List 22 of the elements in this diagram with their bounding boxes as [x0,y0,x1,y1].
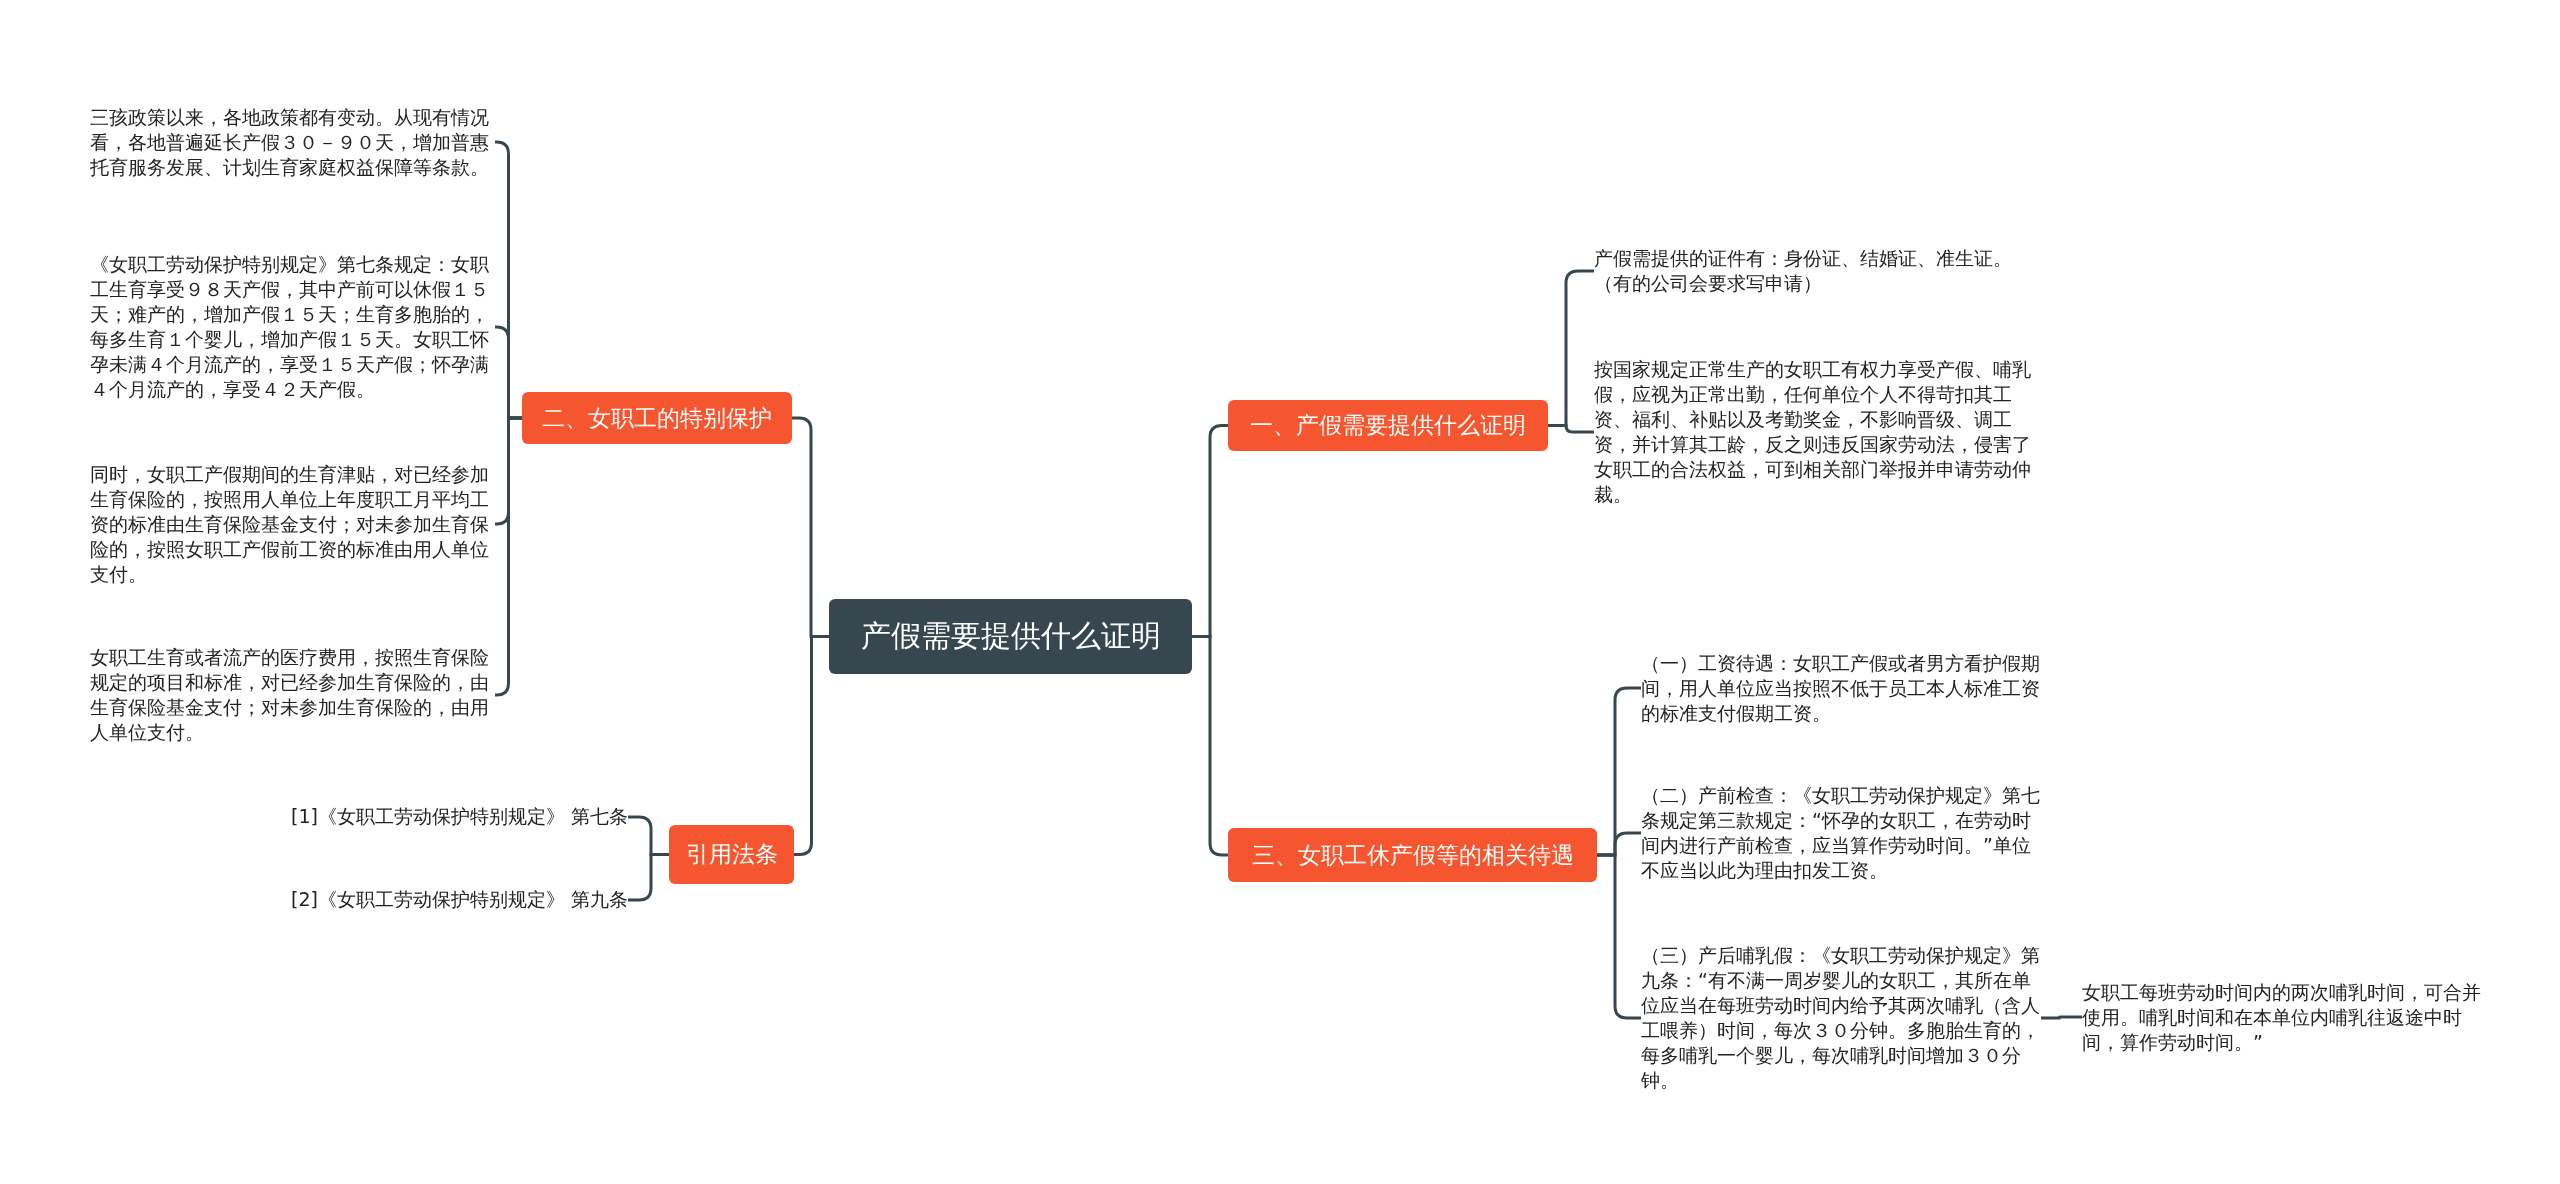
citation-text: [1]《女职工劳动保护特别规定》 第七条 [280,803,628,831]
note-text: 《女职工劳动保护特别规定》第七条规定：女职工生育享受９８天产假，其中产前可以休假１５天；难产的，增加产假１５天；生育多胞胎的，每多生育１个婴儿，增加产假１５天。女职工怀孕未满４个月流产的，享受１５天产假；怀孕满４个月流产的，享受４２天产假。 [90,250,495,404]
note-text: （二）产前检查：《女职工劳动保护规定》第七条规定第三款规定：“怀孕的女职工，在劳动时间内进行产前检查，应当算作劳动时间。”单位不应当以此为理由扣发工资。 [1641,782,2041,884]
connector-line [2041,1015,2082,1020]
topic-box: 一、产假需要提供什么证明 [1228,400,1548,451]
topic-box: 二、女职工的特别保护 [522,392,792,444]
note-text: 三孩政策以来，各地政策都有变动。从现有情况看，各地普遍延长产假３０－９０天，增加普惠托育服务发展、计划生育家庭权益保障等条款。 [90,90,495,194]
note-text: 产假需提供的证件有：身份证、结婚证、准生证。（有的公司会要求写申请） [1594,245,2039,297]
connector-line [1192,635,1228,857]
topic-box: 引用法条 [669,825,794,884]
note-text: 女职工每班劳动时间内的两次哺乳时间，可合并使用。哺乳时间和在本单位内哺乳往返途中时间，算作劳动时间。” [2082,978,2482,1056]
note-text: 同时，女职工产假期间的生育津贴，对已经参加生育保险的，按照用人单位上年度职工月平均工资的标准由生育保险基金支付；对未参加生育保险的，按照女职工产假前工资的标准由用人单位支付。 [90,460,495,588]
topic-box: 三、女职工休产假等的相关待遇 [1228,828,1597,882]
connector-line [1548,424,1594,434]
citation-text: [2]《女职工劳动保护特别规定》 第九条 [280,886,628,914]
connector-line [494,416,522,697]
note-text: 按国家规定正常生产的女职工有权力享受产假、哺乳假，应视为正常出勤，任何单位个人不得苛扣其工资、福利、补贴以及考勤奖金，不影响晋级、调工资，并计算其工龄，反之则违反国家劳动法，侵害了女职工的合法权益，可到相关部门举报并申请劳动仲裁。 [1594,356,2039,508]
note-text: （三）产后哺乳假：《女职工劳动保护规定》第九条：“有不满一周岁婴儿的女职工，其所在单位应当在每班劳动时间内给予其两次哺乳（含人工喂养）时间，每次３０分钟。多胞胎生育的，每多哺乳一个婴儿，每次哺乳时间增加３０分钟。 [1641,942,2041,1094]
central-topic-box: 产假需要提供什么证明 [829,599,1192,674]
note-text: （一）工资待遇：女职工产假或者男方看护假期间，用人单位应当按照不低于员工本人标准工资的标准支付假期工资。 [1641,650,2041,726]
note-text: 女职工生育或者流产的医疗费用，按照生育保险规定的项目和标准，对已经参加生育保险的，由生育保险基金支付；对未参加生育保险的，由用人单位支付。 [90,643,495,747]
connector-line [628,853,669,902]
